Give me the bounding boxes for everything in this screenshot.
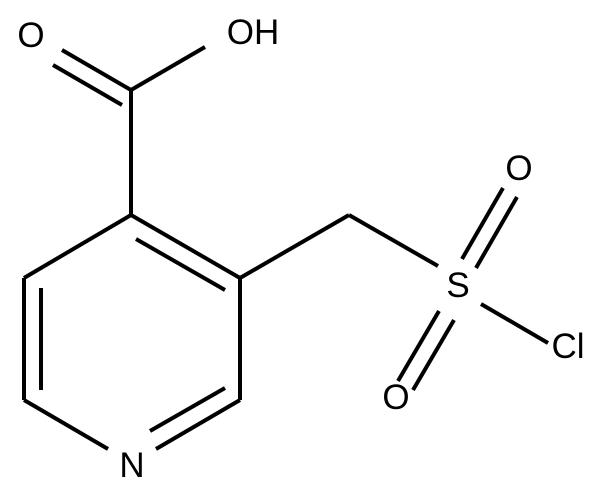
- atom-label-chlorine: Cl: [551, 327, 584, 366]
- bond-c4-c3: [129, 213, 242, 280]
- bond-carbonyl-1: [60, 48, 133, 92]
- carboxylic-acid-group: [51, 45, 207, 215]
- bond-s-o-bottom-1: [396, 309, 441, 383]
- bond-c4-c3-inner: [135, 237, 226, 292]
- atom-label-o-sulfonyl-bottom: O: [382, 378, 409, 417]
- bond-c5-c4: [22, 213, 133, 280]
- pyridine-ring: [22, 213, 242, 451]
- bond-n-c6: [22, 398, 110, 451]
- atom-label-o-carbonyl: O: [17, 16, 44, 55]
- bond-s-o-top-1: [460, 186, 505, 261]
- bond-c2-n: [154, 398, 242, 451]
- bond-c2-n-inner: [149, 386, 226, 433]
- atom-label-o-sulfonyl-top: O: [505, 149, 532, 188]
- atom-label-hydroxyl: OH: [227, 13, 280, 52]
- atom-label-nitrogen: N: [119, 446, 144, 485]
- bond-s-o-top-2: [474, 195, 519, 270]
- bond-s-cl: [479, 302, 550, 345]
- bond-ch2-s: [348, 213, 439, 268]
- atom-label-sulfur: S: [446, 266, 469, 305]
- bond-s-o-bottom-2: [411, 318, 456, 392]
- sulfonyl-chloride-group: [238, 186, 550, 392]
- bond-c3-ch2: [238, 213, 351, 280]
- bond-carbonyl-2: [51, 63, 124, 107]
- bond-c-oh: [129, 45, 207, 92]
